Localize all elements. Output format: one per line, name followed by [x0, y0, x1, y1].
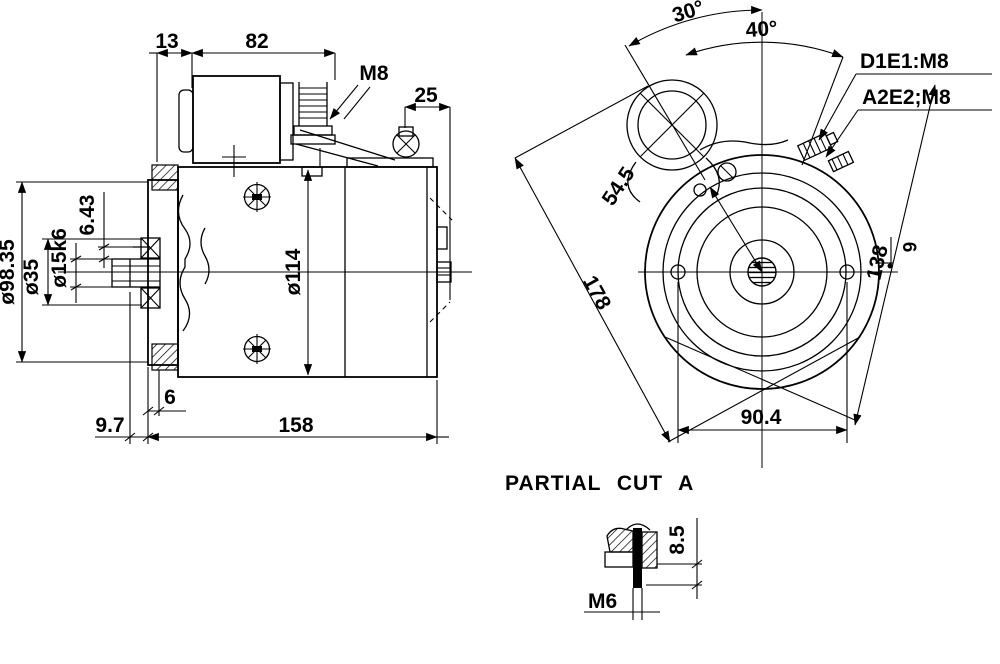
rear-terminal: [346, 126, 434, 168]
partial-cut-title: PARTIAL CUT A: [505, 472, 694, 495]
partial-cut-detail: PARTIAL CUT A 8.5 M6: [505, 472, 703, 620]
front-flange: [147, 164, 210, 371]
dim-82: 82: [245, 30, 268, 53]
mounting-hole-left: [670, 264, 686, 280]
top-screw: [222, 145, 323, 177]
dim-545: 54.5: [598, 163, 640, 210]
dim-643: 6.43: [76, 195, 99, 236]
label-m6: M6: [588, 590, 617, 613]
right-view: 30° 40° 54.5 178 138 6: [514, 0, 992, 468]
partial-cut-dimensions: 8.5 M6: [584, 518, 703, 620]
dim-158: 158: [278, 414, 313, 437]
dim-25: 25: [414, 84, 438, 107]
left-view: 13 82 M8 25 ø98.35 ø35 ø15: [0, 30, 472, 444]
dim-40deg: 40°: [745, 17, 778, 42]
label-m8: M8: [359, 62, 388, 85]
solenoid-circle: [626, 79, 720, 203]
dim-904: 90.4: [741, 406, 782, 429]
dim-85: 8.5: [666, 525, 689, 555]
label-terminal-1: D1E1:M8: [860, 50, 949, 73]
dim-138: 138: [863, 243, 893, 283]
terminal-studs: [693, 131, 855, 197]
dim-13: 13: [155, 30, 178, 53]
dim-shaft-dia: ø15k6: [48, 228, 71, 288]
solenoid-stud-threads: [290, 82, 336, 145]
right-dimensions: 30° 40° 54.5 178 138 6: [514, 0, 992, 443]
shaft-and-bearings: [111, 237, 161, 309]
dim-ear-6: 6: [898, 242, 919, 253]
dim-30deg: 30°: [670, 0, 707, 27]
label-terminal-2: A2E2;M8: [862, 86, 951, 109]
through-bolt-bottom: [243, 334, 271, 364]
bolt-section: [604, 523, 658, 588]
solenoid: [178, 75, 396, 167]
dim-6: 6: [164, 386, 176, 409]
dim-boss-dia: ø35: [20, 259, 43, 296]
through-bolt-top: [243, 182, 271, 212]
dim-178: 178: [578, 272, 615, 314]
left-dimensions: 13 82 M8 25 ø98.35 ø35 ø15: [0, 30, 451, 444]
dim-flange-dia: ø98.35: [0, 239, 19, 305]
dim-97: 9.7: [95, 414, 124, 437]
dim-body-dia: ø114: [282, 248, 305, 295]
